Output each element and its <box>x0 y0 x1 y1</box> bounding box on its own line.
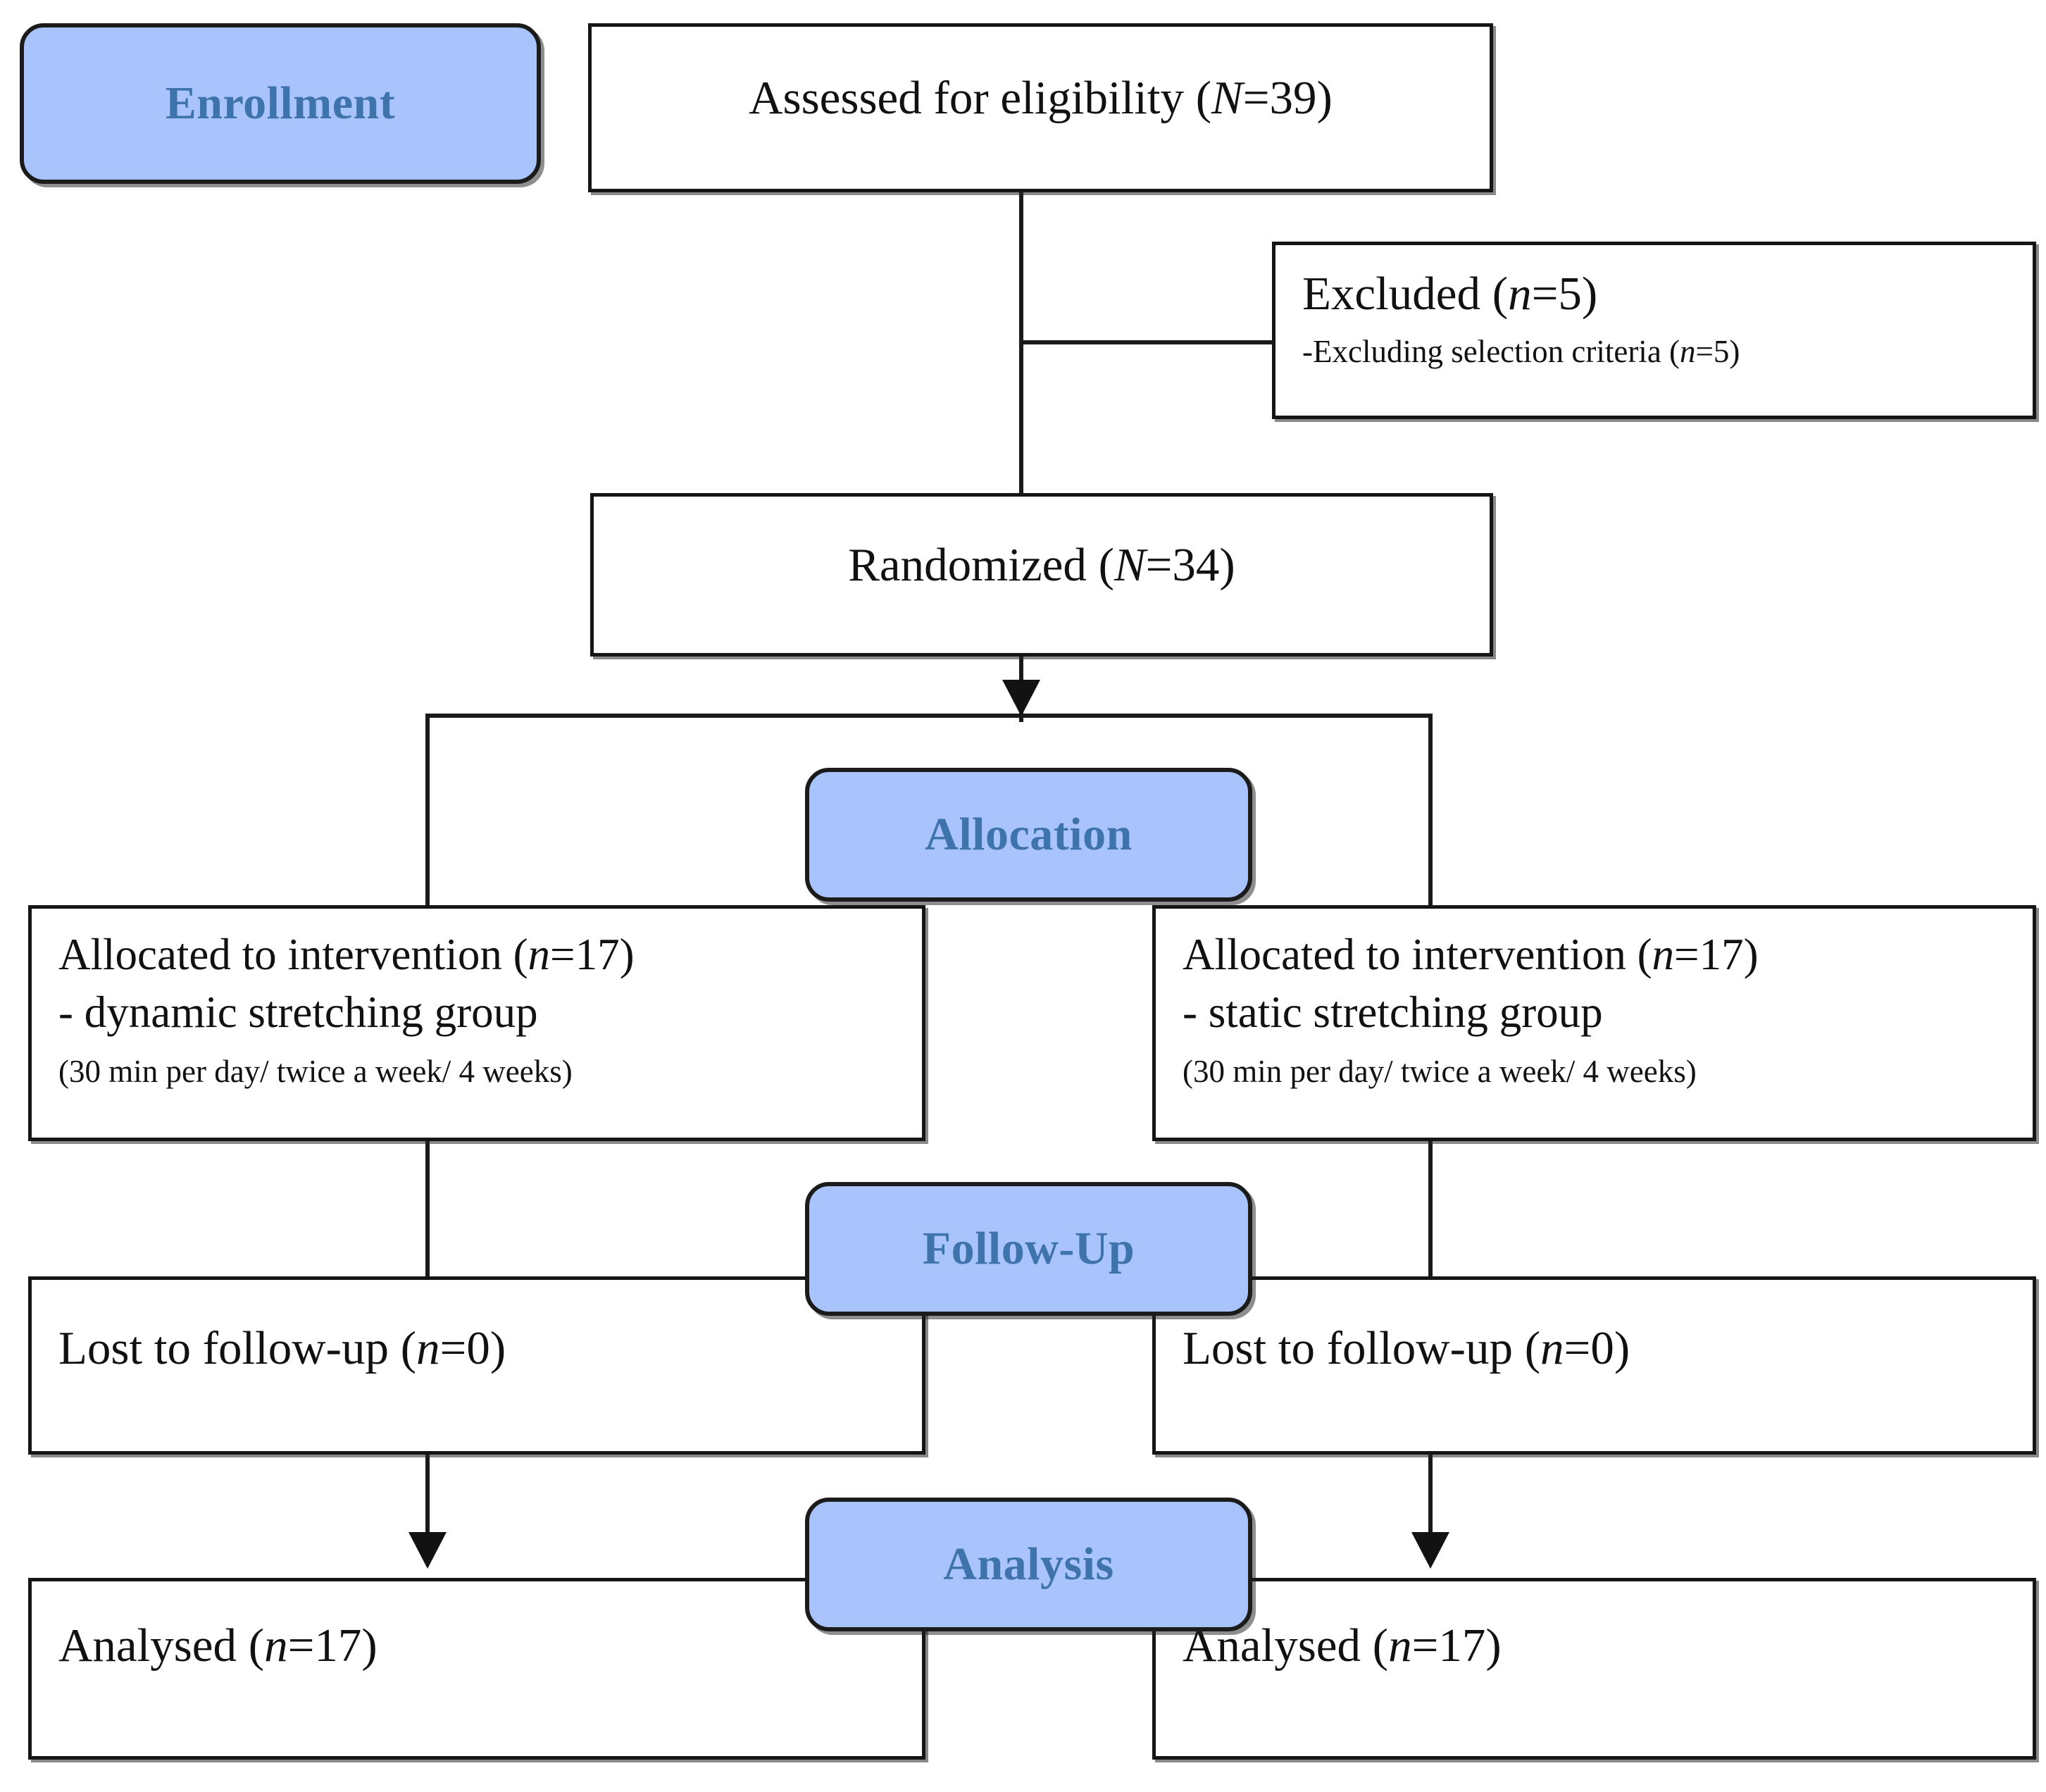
analysed-right-text: Analysed (n=17) <box>1183 1619 1502 1672</box>
box-analysed-right: Analysed (n=17) <box>1152 1578 2036 1760</box>
connector-alloc-left-to-lost-left <box>425 1138 430 1281</box>
lost-left-n-symbol: n <box>416 1322 440 1374</box>
assessed-n-symbol: N <box>1211 72 1243 124</box>
stage-badge-followup-label: Follow-Up <box>922 1223 1135 1274</box>
allocated-right-line2: - static stretching group <box>1183 988 1603 1038</box>
box-lost-to-followup-left: Lost to follow-up (n=0) <box>28 1276 925 1455</box>
excluded-reason: -Excluding selection criteria (n=5) <box>1302 334 1740 370</box>
connector-split-right-drop <box>1428 714 1433 909</box>
excluded-title: Excluded (n=5) <box>1302 268 1598 320</box>
randomized-n-symbol: N <box>1114 539 1146 591</box>
allocated-left-line1: Allocated to intervention (n=17) <box>58 930 635 979</box>
allocated-right-n-symbol: n <box>1652 930 1675 979</box>
allocated-left-line2: - dynamic stretching group <box>58 988 538 1038</box>
lost-right-text: Lost to follow-up (n=0) <box>1183 1322 1630 1374</box>
randomized-text: Randomized (N=34) <box>848 539 1235 591</box>
box-allocated-left: Allocated to intervention (n=17) - dynam… <box>28 905 925 1141</box>
stage-badge-followup: Follow-Up <box>805 1182 1252 1316</box>
stage-badge-enrollment: Enrollment <box>20 23 541 184</box>
stage-badge-enrollment-label: Enrollment <box>165 77 396 129</box>
analysed-left-text: Analysed (n=17) <box>58 1619 378 1672</box>
allocated-left-dose: (30 min per day/ twice a week/ 4 weeks) <box>58 1053 573 1089</box>
box-randomized: Randomized (N=34) <box>590 493 1493 657</box>
allocated-right-line1: Allocated to intervention (n=17) <box>1183 930 1759 979</box>
analysed-left-n-symbol: n <box>264 1619 288 1672</box>
connector-split-left-drop <box>425 714 430 909</box>
connector-lost-left-to-analysed-left <box>425 1453 430 1545</box>
stage-badge-analysis: Analysis <box>805 1498 1252 1631</box>
excluded-n-symbol: n <box>1508 268 1532 320</box>
connector-alloc-right-to-lost-right <box>1428 1138 1433 1281</box>
analysed-right-n-symbol: n <box>1388 1619 1412 1672</box>
arrowhead-analysed-right <box>1411 1532 1449 1569</box>
connector-assessed-to-randomized <box>1019 189 1023 506</box>
allocated-left-n-symbol: n <box>528 930 551 979</box>
assessed-text: Assessed for eligibility (N=39) <box>749 72 1333 124</box>
excluded-reason-n-symbol: n <box>1680 334 1696 370</box>
connector-lost-right-to-analysed-right <box>1428 1453 1433 1545</box>
connector-to-excluded <box>1019 340 1276 344</box>
allocated-right-dose: (30 min per day/ twice a week/ 4 weeks) <box>1183 1053 1697 1089</box>
lost-right-n-symbol: n <box>1540 1322 1564 1374</box>
lost-left-text: Lost to follow-up (n=0) <box>58 1322 506 1374</box>
stage-badge-allocation-label: Allocation <box>925 809 1133 860</box>
box-assessed-for-eligibility: Assessed for eligibility (N=39) <box>588 23 1493 192</box>
stage-badge-allocation: Allocation <box>805 768 1252 902</box>
stage-badge-analysis-label: Analysis <box>943 1538 1114 1590</box>
arrowhead-analysed-left <box>408 1532 447 1569</box>
arrowhead-randomized-split <box>1002 680 1040 716</box>
box-allocated-right: Allocated to intervention (n=17) - stati… <box>1152 905 2036 1141</box>
box-lost-to-followup-right: Lost to follow-up (n=0) <box>1152 1276 2036 1455</box>
box-analysed-left: Analysed (n=17) <box>28 1578 925 1760</box>
split-bar-allocation <box>425 714 1433 718</box>
box-excluded: Excluded (n=5) -Excluding selection crit… <box>1272 242 2036 419</box>
